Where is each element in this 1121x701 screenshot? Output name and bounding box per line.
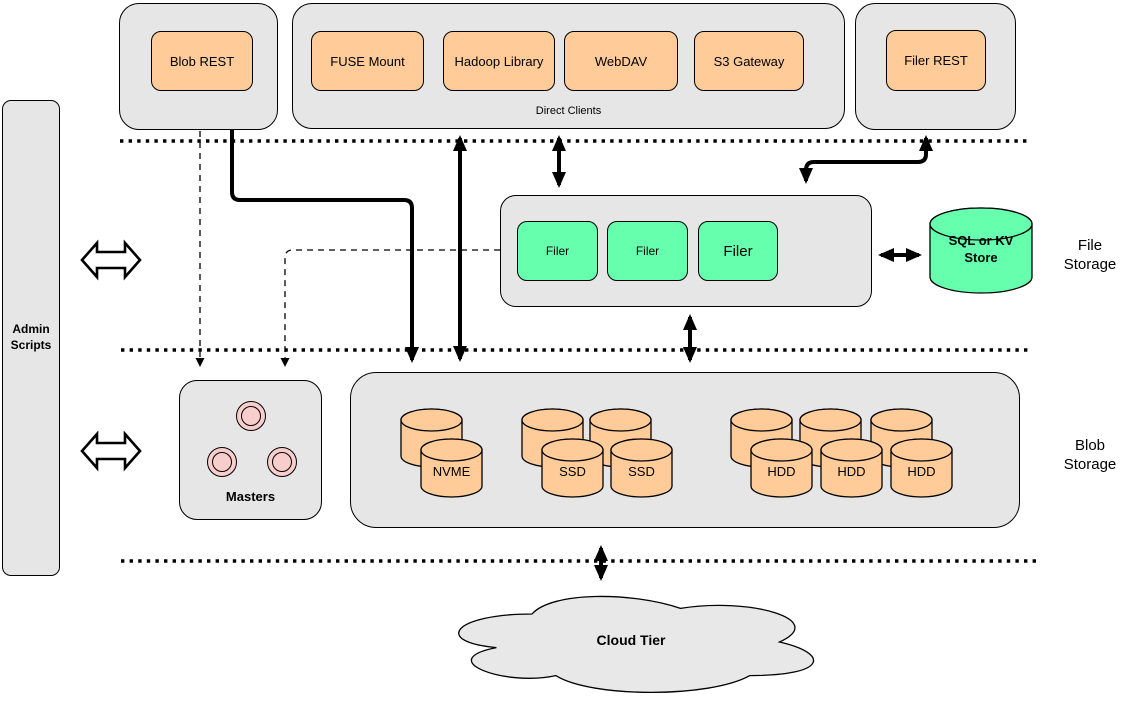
admin-bidirectional-arrow-icon (80, 239, 142, 281)
hdd-label: HDD (907, 464, 936, 479)
cloud-tier-shape: Cloud Tier (433, 586, 829, 699)
webdav-label: WebDAV (594, 53, 648, 69)
blob-rest-box: Blob REST (151, 31, 253, 91)
master-node-icon (267, 447, 297, 477)
filer-label-3: Filer (723, 242, 753, 260)
filer-label-1: Filer (545, 244, 570, 258)
hdd-volume-cylinder: HDD (750, 438, 813, 503)
hdd-label: HDD (837, 464, 866, 479)
filer-label-2: Filer (635, 244, 660, 258)
admin-scripts-panel: Admin Scripts (2, 100, 60, 576)
hdd-volume-cylinder: HDD (820, 438, 883, 503)
filer-rest-container: Filer REST (855, 3, 1016, 130)
fuse-mount-box: FUSE Mount (311, 31, 424, 91)
admin-scripts-label: Admin Scripts (10, 322, 52, 352)
nvme-volume-cylinder: NVME (420, 438, 483, 503)
direct-clients-container: FUSE Mount Hadoop Library WebDAV S3 Gate… (292, 3, 845, 129)
cloud-tier-label: Cloud Tier (596, 632, 666, 648)
direct-clients-label: Direct Clients (535, 105, 602, 117)
arrow-blob-rest-to-blob-storage (230, 129, 419, 363)
blob-rest-container: Blob REST (119, 3, 278, 130)
master-node-icon (236, 401, 266, 431)
sql-kv-store-label: SQL or KV Store (948, 233, 1014, 265)
masters-box: Masters (179, 380, 322, 520)
masters-label: Masters (225, 489, 276, 504)
hdd-volume-cylinder: HDD (890, 438, 953, 503)
filer-cluster-container: Filer Filer Filer (500, 195, 872, 307)
arrow-filer-rest-to-filer (799, 135, 933, 184)
blob-storage-container: NVME SSD SSD HDD HDD HDD (350, 372, 1020, 528)
filer-rest-label: Filer REST (904, 53, 968, 68)
hadoop-library-box: Hadoop Library (443, 31, 555, 91)
blob-rest-label: Blob REST (169, 53, 235, 69)
filer-box-3: Filer (698, 221, 778, 281)
webdav-box: WebDAV (564, 31, 678, 91)
hdd-label: HDD (767, 464, 796, 479)
ssd-label: SSD (559, 464, 586, 479)
hadoop-library-label: Hadoop Library (454, 53, 544, 69)
ssd-volume-cylinder: SSD (610, 438, 673, 503)
admin-bidirectional-arrow-icon (80, 430, 142, 472)
ssd-label: SSD (628, 464, 655, 479)
master-node-icon (207, 447, 237, 477)
filer-box-1: Filer (517, 221, 598, 281)
blob-storage-tier-label: Blob Storage (1063, 437, 1117, 474)
filer-box-2: Filer (607, 221, 688, 281)
fuse-mount-label: FUSE Mount (330, 53, 405, 69)
file-storage-tier-label: File Storage (1063, 237, 1117, 274)
ssd-volume-cylinder: SSD (541, 438, 604, 503)
cloud-icon (458, 595, 815, 693)
filer-rest-box: Filer REST (886, 30, 986, 91)
dashed-arrow-filer-to-masters (280, 249, 500, 367)
sql-kv-store-cylinder: SQL or KV Store (929, 207, 1033, 294)
nvme-label: NVME (432, 464, 471, 479)
s3-gateway-box: S3 Gateway (694, 31, 804, 91)
s3-gateway-label: S3 Gateway (713, 53, 785, 69)
